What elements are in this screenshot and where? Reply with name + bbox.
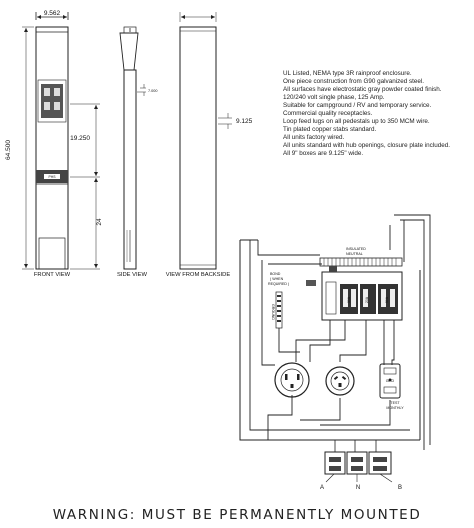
back-width-dimension: 9.125 (236, 118, 253, 125)
side-pedestal-body (123, 69, 137, 270)
spec-item: UL Listed, NEMA type 3R rainproof enclos… (283, 70, 412, 77)
bond-label-line1: BOND (270, 272, 281, 276)
neutral-label-line1: INSULATED (346, 247, 366, 251)
front-height-dimension: 64.500 (5, 140, 12, 160)
front-view (22, 12, 100, 270)
spec-item: Suitable for campground / RV and tempora… (283, 102, 432, 110)
terminal-a-label: A (320, 485, 324, 491)
front-width-dimension: 9.562 (44, 10, 61, 17)
spec-item: All units factory wired. (283, 134, 345, 142)
breaker-label-20a: 20A (365, 296, 369, 303)
spec-item: Loop feed lugs on all pedestals up to 35… (283, 118, 430, 126)
front-pedestal-body (35, 26, 69, 270)
specification-list: UL Listed, NEMA type 3R rainproof enclos… (283, 70, 471, 159)
spec-item: All units standard with hub openings, cl… (283, 142, 450, 150)
breaker-label-50a: 50A (385, 296, 389, 303)
breaker-label-30a: 30A (347, 296, 351, 303)
neutral-label-line2: NEUTRAL (346, 252, 363, 256)
spec-item: All 9" boxes are 9.125" wide. (283, 150, 364, 158)
receptacle-30a (325, 366, 355, 396)
front-meter-dimension: 19.250 (70, 135, 90, 142)
spec-item: 120/240 volt single phase, 125 Amp. (283, 94, 385, 102)
spec-item: All surfaces have electrostatic gray pow… (283, 86, 442, 94)
front-view-label: FRONT VIEW (34, 272, 71, 278)
spec-item: One piece construction from G90 galvaniz… (283, 78, 425, 86)
warning-banner: WARNING: MUST BE PERMANENTLY MOUNTED (52, 507, 422, 523)
spec-item: Commercial quality receptacles. (283, 110, 373, 118)
receptacle-50a (274, 362, 310, 398)
side-view (119, 26, 146, 270)
back-view-label: VIEW FROM BACKSIDE (166, 272, 231, 278)
terminal-n-label: N (356, 485, 360, 491)
front-base-cutout (38, 237, 66, 270)
wiring-diagram (239, 214, 431, 483)
test-label-line1: TEST (390, 401, 400, 405)
bond-label-line3: REQUIRED ) (268, 282, 289, 286)
back-view (179, 12, 232, 270)
terminal-a-lug (324, 451, 346, 475)
bond-label-line2: ( WHEN (270, 277, 284, 281)
terminal-b-label: B (398, 485, 402, 491)
side-meter-hood (119, 32, 139, 71)
breaker-panel (321, 271, 403, 321)
ground-label: GROUND (271, 304, 275, 320)
side-view-label: SIDE VIEW (117, 272, 147, 278)
front-band-text: PHS (49, 175, 57, 179)
back-pedestal-body (179, 26, 217, 270)
spec-item: Tin plated copper stabs standard. (283, 126, 377, 134)
gfci-receptacle (379, 363, 401, 399)
front-lower-dimension: 24 (96, 218, 103, 226)
insulated-neutral-bar (319, 257, 403, 267)
gfci-label: GFCI (386, 379, 395, 383)
side-depth-dimension: 7.000 (148, 89, 158, 93)
test-label-line2: MONTHLY (386, 406, 404, 410)
